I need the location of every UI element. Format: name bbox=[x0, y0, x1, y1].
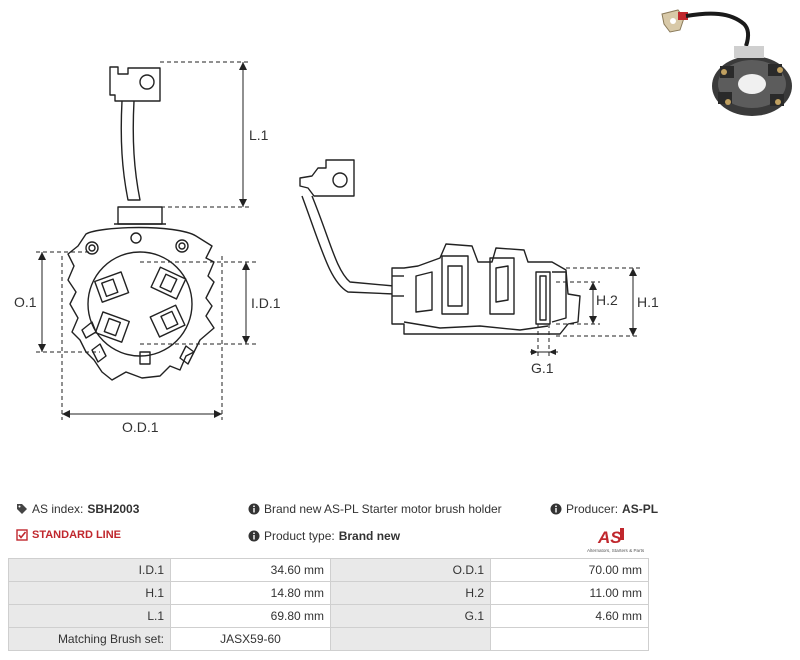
info-icon bbox=[550, 503, 562, 515]
spec-label: I.D.1 bbox=[8, 558, 171, 582]
table-row: Matching Brush set: JASX59-60 bbox=[8, 627, 649, 651]
product-type-value: Brand new bbox=[338, 529, 401, 543]
info-icon bbox=[248, 503, 260, 515]
producer-label: Producer: bbox=[566, 502, 619, 516]
check-square-icon bbox=[16, 529, 28, 541]
product-type: Product type: Brand new bbox=[248, 529, 400, 543]
producer-value: AS-PL bbox=[622, 502, 659, 516]
spec-value: 4.60 mm bbox=[490, 604, 649, 628]
technical-drawing: L.1 O.1 I.D.1 O.D.1 H.2 H.1 G.1 bbox=[14, 61, 659, 435]
dim-label-l1: L.1 bbox=[249, 127, 269, 143]
side-view bbox=[299, 159, 581, 335]
spec-value: 70.00 mm bbox=[490, 558, 649, 582]
description-text: Brand new AS-PL Starter motor brush hold… bbox=[264, 502, 502, 516]
product-type-label: Product type: bbox=[264, 529, 335, 543]
spec-value bbox=[490, 627, 649, 651]
as-index-value: SBH2003 bbox=[87, 502, 140, 516]
description: Brand new AS-PL Starter motor brush hold… bbox=[248, 502, 502, 516]
as-index-label: AS index: bbox=[32, 502, 84, 516]
logo-mark: AS bbox=[597, 528, 622, 547]
spec-label: H.2 bbox=[330, 581, 491, 605]
dim-label-h1: H.1 bbox=[637, 294, 659, 310]
spec-label: Matching Brush set: bbox=[8, 627, 171, 651]
logo-tagline: Alternators, Starters & Parts bbox=[587, 548, 645, 553]
info-icon bbox=[248, 530, 260, 542]
specs-table: I.D.1 34.60 mm O.D.1 70.00 mm H.1 14.80 … bbox=[8, 558, 649, 651]
front-view bbox=[67, 66, 215, 381]
spec-label: H.1 bbox=[8, 581, 171, 605]
dim-label-od1: O.D.1 bbox=[122, 419, 159, 435]
dim-label-id1: I.D.1 bbox=[251, 295, 281, 311]
as-index: AS index: SBH2003 bbox=[16, 502, 139, 516]
producer: Producer: AS-PL bbox=[550, 502, 658, 516]
spec-value: JASX59-60 bbox=[170, 627, 331, 651]
spec-label: G.1 bbox=[330, 604, 491, 628]
spec-value: 69.80 mm bbox=[170, 604, 331, 628]
tag-icon bbox=[17, 504, 27, 514]
table-row: I.D.1 34.60 mm O.D.1 70.00 mm bbox=[8, 558, 649, 582]
dim-label-g1: G.1 bbox=[531, 360, 554, 376]
spec-value: 34.60 mm bbox=[170, 558, 331, 582]
as-logo: AS Alternators, Starters & Parts bbox=[587, 528, 645, 553]
table-row: H.1 14.80 mm H.2 11.00 mm bbox=[8, 581, 649, 605]
table-row: L.1 69.80 mm G.1 4.60 mm bbox=[8, 604, 649, 628]
spec-label bbox=[330, 627, 491, 651]
dim-label-o1: O.1 bbox=[14, 294, 37, 310]
standard-line: STANDARD LINE bbox=[16, 529, 121, 541]
spec-value: 11.00 mm bbox=[490, 581, 649, 605]
spec-label: L.1 bbox=[8, 604, 171, 628]
spec-label: O.D.1 bbox=[330, 558, 491, 582]
dim-label-h2: H.2 bbox=[596, 292, 618, 308]
product-photo bbox=[661, 9, 792, 116]
product-info: AS index: SBH2003 STANDARD LINE Brand ne… bbox=[16, 502, 658, 552]
standard-line-label: STANDARD LINE bbox=[32, 529, 122, 541]
spec-value: 14.80 mm bbox=[170, 581, 331, 605]
